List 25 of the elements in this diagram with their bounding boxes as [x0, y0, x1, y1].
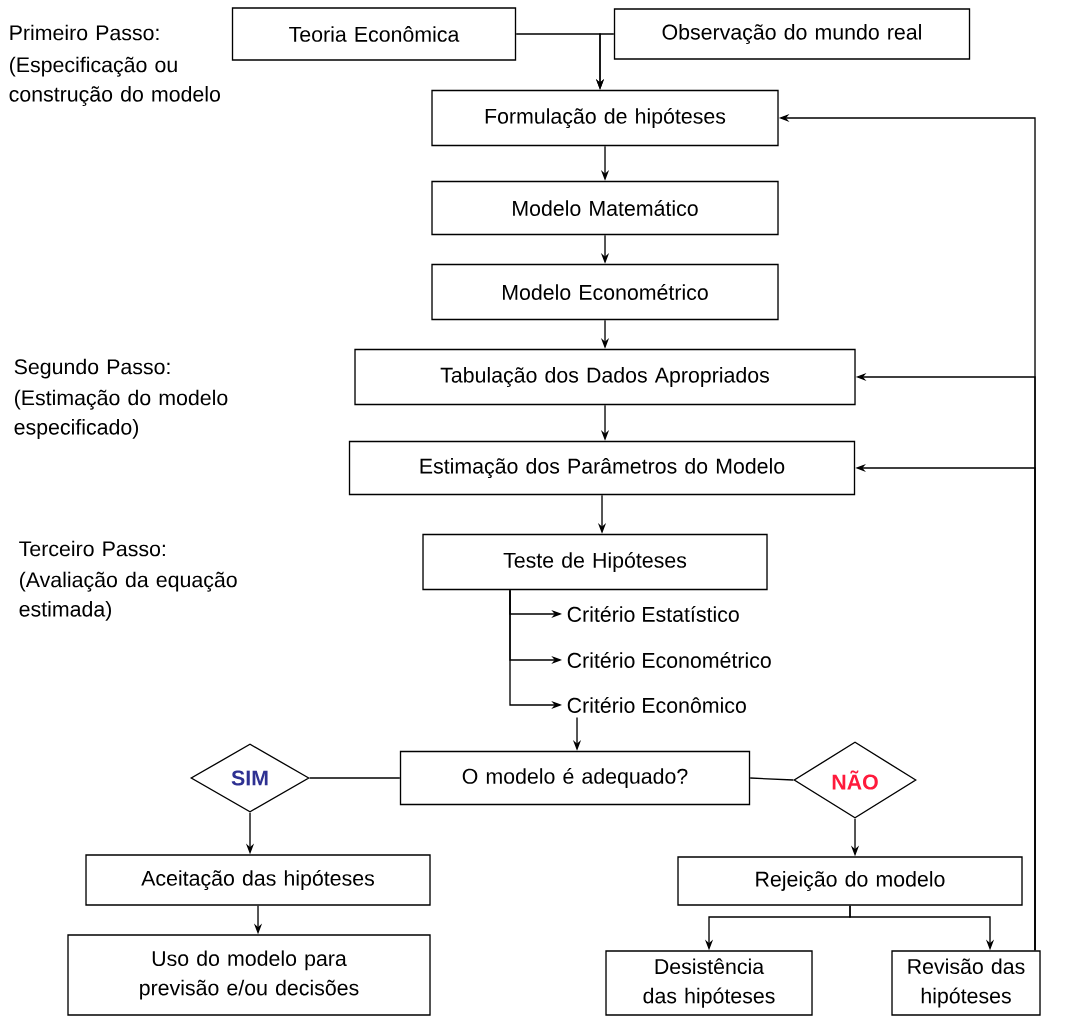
- step-heading: Primeiro Passo:: [10, 24, 159, 41]
- process-box: Aceitação das hipóteses: [85, 854, 431, 906]
- step-description: (Avaliação da equação estimada): [19, 571, 237, 621]
- process-box: Revisão das hipóteses: [891, 950, 1041, 1016]
- criterion-label: Critério Econométrico: [567, 652, 771, 668]
- process-box: Modelo Econométrico: [431, 263, 779, 321]
- criterion-label: Critério Estatístico: [567, 606, 739, 622]
- process-box: Modelo Matemático: [431, 180, 779, 236]
- criterion-label: Critério Econômico: [567, 697, 746, 713]
- process-box: Rejeição do modelo: [677, 856, 1023, 906]
- connector-line: [749, 777, 794, 781]
- process-box: Uso do modelo para previsão e/ou decisões: [67, 934, 431, 1016]
- process-box: Formulação de hipóteses: [431, 89, 779, 147]
- process-box: Observação do mundo real: [613, 8, 971, 60]
- process-box: Teoria Econômica: [231, 7, 517, 61]
- step-heading: Terceiro Passo:: [19, 540, 165, 557]
- step-description: (Especificação ou construção do modelo: [9, 56, 220, 106]
- connector-line: [309, 777, 401, 779]
- process-box: Estimação dos Parâmetros do Modelo: [348, 440, 856, 496]
- process-box: Teste de Hipóteses: [422, 533, 768, 591]
- process-box: O modelo é adequado?: [399, 750, 751, 806]
- process-box: Tabulação dos Dados Apropriados: [354, 348, 856, 406]
- process-box: Desistência das hipóteses: [605, 950, 813, 1016]
- step-description: (Estimação do modelo especificado): [14, 389, 228, 439]
- step-heading: Segundo Passo:: [14, 358, 170, 379]
